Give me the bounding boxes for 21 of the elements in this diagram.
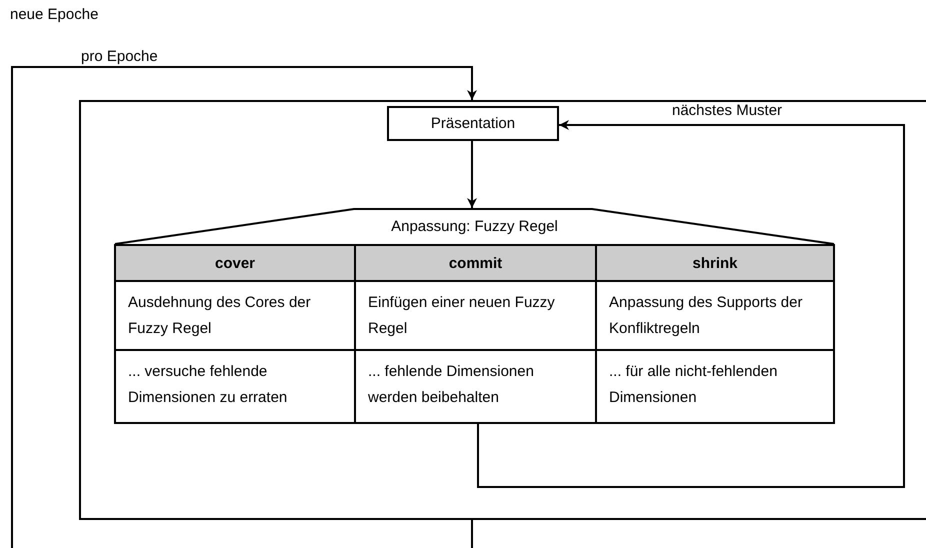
table-column [595,244,835,424]
connector-arrow [11,66,477,548]
adaptation-block [114,208,835,424]
block-heading: Anpassung: Fuzzy Regel [390,218,559,235]
connector-arrow [477,120,905,488]
description-text: Anpassung des Supports der Konfliktregeln [597,280,833,349]
column-header: commit [356,246,595,280]
column-header: shrink [597,246,833,280]
loop-heading: pro Epoche [81,48,158,65]
edge-label: nächstes Muster [672,102,782,119]
column-header: cover [116,246,354,280]
description-text: ... versuche fehlende Dimensionen zu erraten [116,349,354,422]
table-column [114,244,356,424]
process-box: Präsentation [387,106,559,141]
description-text: Einfügen einer neuen Fuzzy Regel [356,280,595,349]
description-text: ... fehlende Dimensionen werden beibehalten [356,349,595,422]
table-column [354,244,597,424]
edge-label: neue Epoche [10,6,98,23]
connector-arrow [467,141,477,208]
description-text: ... für alle nicht-fehlenden Dimensionen [597,349,833,422]
description-text: Ausdehnung des Cores der Fuzzy Regel [116,280,354,349]
